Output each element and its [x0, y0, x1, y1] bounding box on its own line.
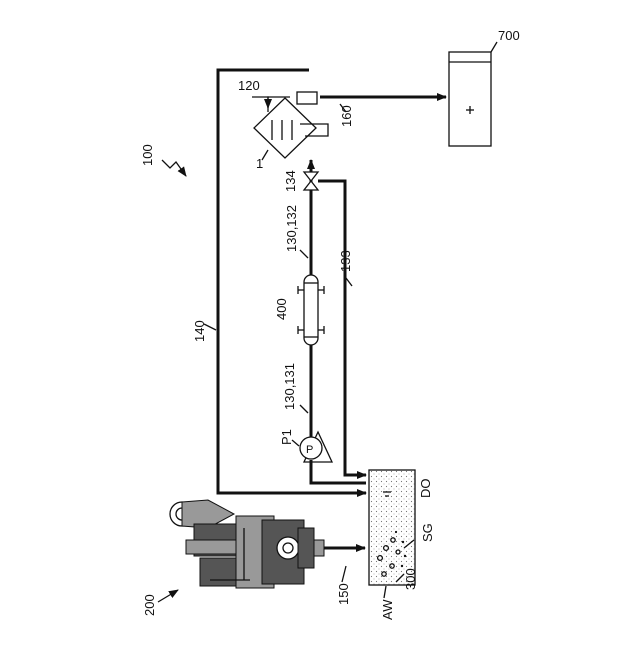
label-oil: DO [418, 479, 433, 499]
engine-200 [170, 500, 324, 588]
label-water: AW [380, 599, 395, 620]
tank-300 [369, 470, 415, 585]
line-upper-leader [300, 250, 308, 258]
label-inlet: 120 [238, 78, 260, 93]
label-valve: 134 [283, 170, 298, 192]
label-tank: 300 [403, 568, 418, 590]
system-arrow [162, 160, 186, 176]
label-separator: 400 [274, 298, 289, 320]
discharge-leader [342, 566, 346, 582]
valve-134 [304, 172, 318, 190]
return-leader [346, 278, 352, 286]
return-line-133 [318, 181, 366, 475]
separation-device-1 [254, 92, 328, 158]
label-engine: 200 [142, 594, 157, 616]
storage-tank-700 [449, 52, 491, 146]
label-storage: 700 [498, 28, 520, 43]
pump-suction-line [311, 460, 366, 483]
pump-p1 [300, 432, 332, 462]
label-line-lower: 130,131 [282, 363, 297, 410]
water-leader [384, 586, 386, 598]
separator-400 [298, 275, 324, 345]
device-leader [262, 150, 268, 160]
label-pump: P1 [279, 429, 294, 445]
label-outlet-line: 160 [339, 105, 354, 127]
label-system: 100 [140, 144, 155, 166]
label-pump-symbol: P [306, 444, 313, 456]
label-return-line: 133 [338, 250, 353, 272]
engine-arrow [158, 590, 178, 602]
label-device: 1 [256, 156, 263, 171]
label-line-upper: 130,132 [284, 205, 299, 252]
inlet-120-arrow [252, 97, 268, 108]
storage-leader [491, 42, 497, 52]
label-gas: SG [420, 523, 435, 542]
label-bypass: 140 [192, 320, 207, 342]
line-lower-leader [300, 405, 308, 413]
label-discharge: 150 [336, 583, 351, 605]
